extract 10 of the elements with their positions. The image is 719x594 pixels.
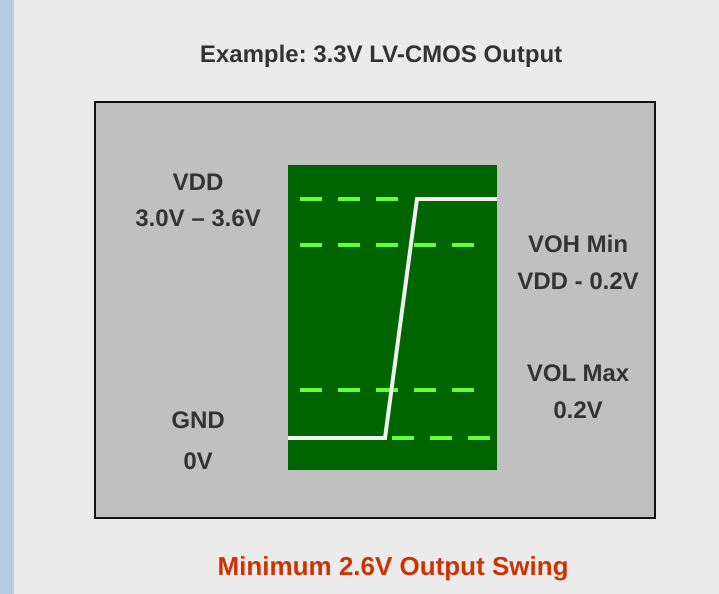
diagram-caption: Minimum 2.6V Output Swing — [218, 553, 568, 579]
voltage-label: VOL Max — [526, 362, 630, 386]
voltage-label: VOH Min — [528, 233, 628, 257]
voltage-value: 0.2V — [553, 399, 603, 423]
voltage-value: 0V — [183, 450, 213, 474]
voltage-label: VDD — [172, 171, 224, 195]
voltage-label: GND — [171, 409, 225, 433]
voltage-value: VDD - 0.2V — [517, 270, 639, 294]
diagram-title: Example: 3.3V LV-CMOS Output — [200, 43, 562, 67]
voltage-range: 3.0V – 3.6V — [135, 207, 261, 231]
